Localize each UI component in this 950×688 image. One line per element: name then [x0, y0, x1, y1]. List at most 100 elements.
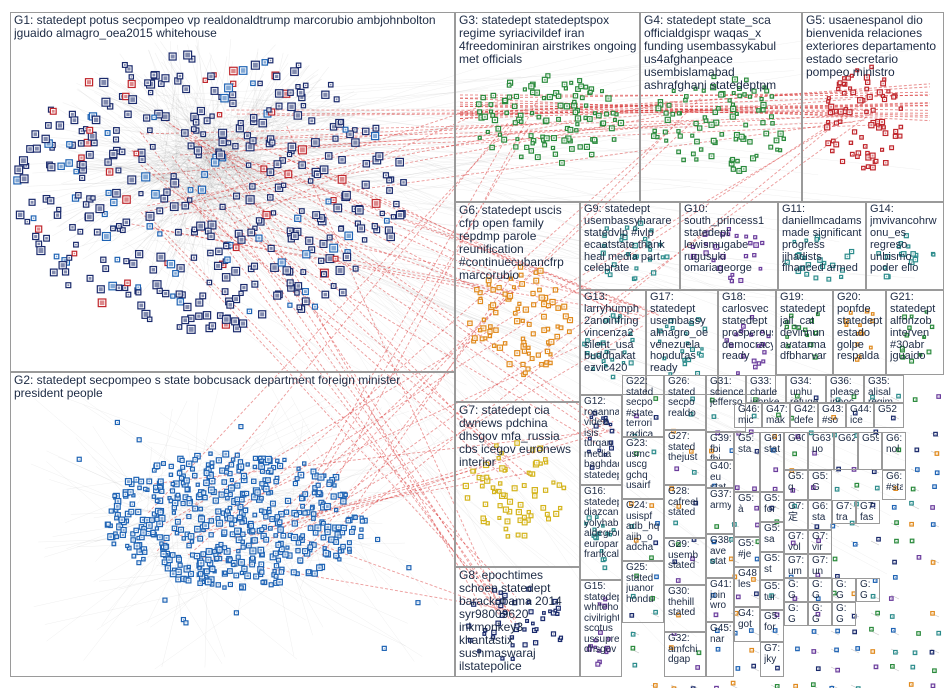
group-label-g77: G: G: [788, 580, 799, 601]
group-label-g35: G35: alisal regim: [868, 377, 894, 403]
group-label-g68: G6: sta: [812, 502, 829, 523]
group-label-g34: G34: unhu refuge: [790, 377, 819, 403]
group-box-g35: G35: alisal regim: [864, 375, 904, 403]
group-label-g67: G7: 定: [788, 502, 805, 523]
group-label-g23: G23: usmc uscg gchq usairf: [626, 439, 651, 491]
group-box-g2: G2: statedept secpompeo s state bobcusac…: [10, 372, 455, 677]
group-box-g38: G38: ave stat: [706, 534, 734, 578]
group-label-g13: G13: larryhumph 2anoinfring vincenza2 si…: [584, 292, 640, 375]
group-box-g55: G5: #je: [734, 537, 760, 567]
group-label-g48: G48: les: [738, 569, 757, 590]
group-box-g9: G9: statedept usembassyharare statedvlp …: [580, 202, 680, 290]
group-label-g42: G42: defe: [794, 405, 815, 426]
group-label-g66: G5: G: [812, 472, 829, 493]
group-label-g19: G19: statedept jali_cat devinnun avatarm…: [780, 292, 827, 363]
group-label-g33: G33: charle johnke: [750, 377, 780, 403]
group-box-g73: G7: tra: [832, 500, 856, 524]
group-label-g29: G29: usemb stated: [668, 540, 699, 571]
group-box-g80: G: G: [856, 578, 880, 602]
group-label-g45: G45: nar: [710, 624, 731, 645]
group-label-g31: G31: science jefferso: [710, 377, 743, 408]
group-label-g69: G7: jky: [764, 644, 781, 665]
group-box-g40: G40: eu stat: [706, 460, 734, 488]
group-box-g44: G44: ice: [846, 403, 874, 428]
group-box-g32: G32: amfchi dgap: [664, 632, 706, 677]
group-box-g48: G48: les: [734, 567, 760, 607]
group-box-g26: G26: stated secpo realdo: [664, 375, 706, 430]
group-box-g78: G: G: [808, 578, 832, 602]
group-label-g49: G4: got: [738, 609, 755, 630]
group-box-g15: G15: statedept whitehouse civilrights sc…: [580, 580, 622, 677]
group-box-g8: G8: epochtimes schoen statedept barackob…: [455, 567, 580, 677]
group-label-g2: G2: statedept secpompeo s state bobcusac…: [14, 374, 401, 400]
group-label-g32: G32: amfchi dgap: [668, 634, 698, 665]
group-label-g24: G24: usispf adb_hq aiib_o adcha: [626, 501, 660, 553]
group-box-g21: G21: statedept alfonzob interven #30abr …: [886, 290, 944, 375]
group-label-g17: G17: statedept usembassy almagro_oe vene…: [650, 292, 709, 375]
group-label-g63: G63: uo: [812, 434, 831, 455]
group-label-g62: G62: [838, 434, 855, 444]
group-box-g45: G45: nar: [706, 622, 734, 677]
group-box-g20: G20: ponfde statedept estado golpe respa…: [833, 290, 886, 375]
group-box-g46: G46: mic: [734, 403, 762, 428]
group-box-g23: G23: usmc uscg gchq usairf: [622, 437, 664, 499]
group-label-g20: G20: ponfde statedept estado golpe respa…: [837, 292, 883, 363]
group-box-g5: G5: usaenespanol dio bienvenida relacion…: [802, 12, 944, 202]
group-label-g28: G28: cafreel stated: [668, 487, 699, 518]
group-box-g67: G7: 定: [784, 500, 808, 530]
group-box-g10: G10: south_princess1 statedept lewismuga…: [680, 202, 778, 290]
group-box-g22: G22: stated secpo #state terrori radica: [622, 375, 664, 437]
group-box-g54: G5: sa: [760, 522, 784, 552]
group-label-g76: G7: un: [812, 556, 829, 577]
group-label-g80: G: G: [860, 580, 871, 601]
group-label-g37: G37: army: [710, 490, 731, 511]
group-label-g7: G7: statedept cia dwnews pdchina dhsgov …: [459, 404, 572, 469]
group-label-g53: G5: for: [764, 494, 781, 515]
group-label-g6: G6: statedept uscis cfrp open family rep…: [459, 204, 564, 282]
group-label-g40: G40: eu stat: [710, 462, 731, 488]
group-box-g18: G18: carlosvec statedept prosperous demo…: [718, 290, 776, 395]
group-box-g11: G11: daniellmcadams made significant pro…: [778, 202, 866, 290]
group-label-g74: G7: fas: [860, 502, 877, 523]
group-box-g64: G6: nol: [882, 432, 906, 470]
group-box-g66: G5: G: [808, 470, 832, 500]
group-label-g59: G59: [862, 434, 879, 444]
group-label-g27: G27: stated thejust: [668, 432, 698, 463]
group-box-g79: G: G: [832, 578, 856, 602]
group-box-g58: G5: for: [760, 610, 784, 642]
group-label-g64: G6: nol: [886, 434, 903, 455]
group-box-g12: G12: rosannamrt video isis turqan media …: [580, 395, 622, 485]
group-label-g52: G52: [878, 405, 897, 415]
group-box-g19: G19: statedept jali_cat devinnun avatarm…: [776, 290, 833, 375]
group-label-g16: G16: statedept diazcanelb yolyhabane ald…: [584, 487, 619, 560]
group-label-g73: G7: tra: [836, 502, 853, 523]
group-box-g60: G60: [784, 432, 808, 470]
group-label-g65: G5: q: [788, 472, 805, 493]
group-box-g43: G43: #so: [818, 403, 846, 428]
group-label-g25: G25: stated juanor hondu: [626, 563, 654, 605]
group-label-g55: G5: #je: [738, 539, 755, 560]
group-label-g47: G47: mak: [766, 405, 787, 426]
group-box-g24: G24: usispf adb_hq aiib_o adcha: [622, 499, 664, 561]
group-box-g6: G6: statedept uscis cfrp open family rep…: [455, 202, 580, 402]
group-label-g70: G6: #sta: [886, 472, 903, 493]
group-box-g77: G: G: [784, 578, 808, 602]
group-box-g76: G7: un: [808, 554, 832, 578]
group-label-g12: G12: rosannamrt video isis turqan media …: [584, 397, 619, 481]
group-label-g75: G7: um: [788, 556, 805, 577]
group-box-g3: G3: statedept statedeptspox regime syria…: [455, 12, 640, 202]
group-label-g82: G: G: [812, 604, 823, 625]
group-label-g4: G4: statedept state_sca officialdgispr w…: [644, 14, 777, 92]
group-box-g27: G27: stated thejust: [664, 430, 706, 485]
group-label-g5: G5: usaenespanol dio bienvenida relacion…: [806, 14, 937, 79]
group-box-g37: G37: army: [706, 488, 734, 534]
group-box-g50: G5: sta: [734, 432, 760, 492]
group-label-g71: G7: vol: [788, 532, 805, 553]
group-box-g42: G42: defe: [790, 403, 818, 428]
group-label-g79: G: G: [836, 580, 847, 601]
group-label-g3: G3: statedept statedeptspox regime syria…: [459, 14, 637, 66]
nodes-layer: [13, 50, 942, 688]
group-label-g43: G43: #so: [822, 405, 843, 426]
group-box-g30: G30: thehill stated: [664, 585, 706, 632]
